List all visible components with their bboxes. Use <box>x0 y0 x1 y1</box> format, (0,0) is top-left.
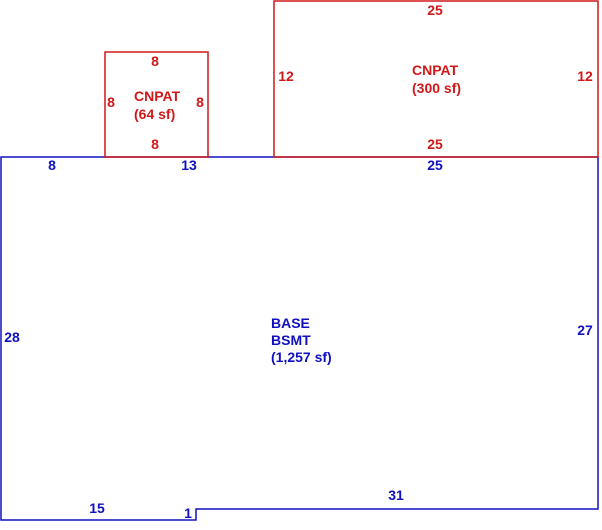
base-dim-right: 27 <box>577 322 593 338</box>
patio-large-dim-top: 25 <box>427 2 443 18</box>
patio-large-dim-left: 12 <box>278 68 294 84</box>
base-code: BASE <box>271 315 310 331</box>
patio-small-dim-bottom: 8 <box>151 136 159 152</box>
patio-large-dim-right: 12 <box>577 68 593 84</box>
patio-large-outline <box>273 0 599 158</box>
patio-small-dim-right: 8 <box>196 94 204 110</box>
patio-small-area: (64 sf) <box>134 106 175 122</box>
base-area: (1,257 sf) <box>271 349 332 365</box>
patio-small-code: CNPAT <box>134 88 181 104</box>
base-subcode: BSMT <box>271 332 311 348</box>
patio-small-dim-top: 8 <box>151 53 159 69</box>
base-dim-top-mid: 13 <box>181 157 197 173</box>
base-dim-top-right: 25 <box>427 157 443 173</box>
patio-large-code: CNPAT <box>412 62 459 78</box>
patio-large-area: (300 sf) <box>412 80 461 96</box>
patio-small-outline <box>104 51 209 158</box>
base-dim-top-left: 8 <box>48 157 56 173</box>
patio-large-dim-bottom: 25 <box>427 136 443 152</box>
base-dim-jog: 1 <box>184 505 192 521</box>
base-dim-bottom-right: 31 <box>388 487 404 503</box>
patio-small-dim-left: 8 <box>107 94 115 110</box>
base-dim-left: 28 <box>4 329 20 345</box>
base-dim-bottom-left: 15 <box>89 500 105 516</box>
